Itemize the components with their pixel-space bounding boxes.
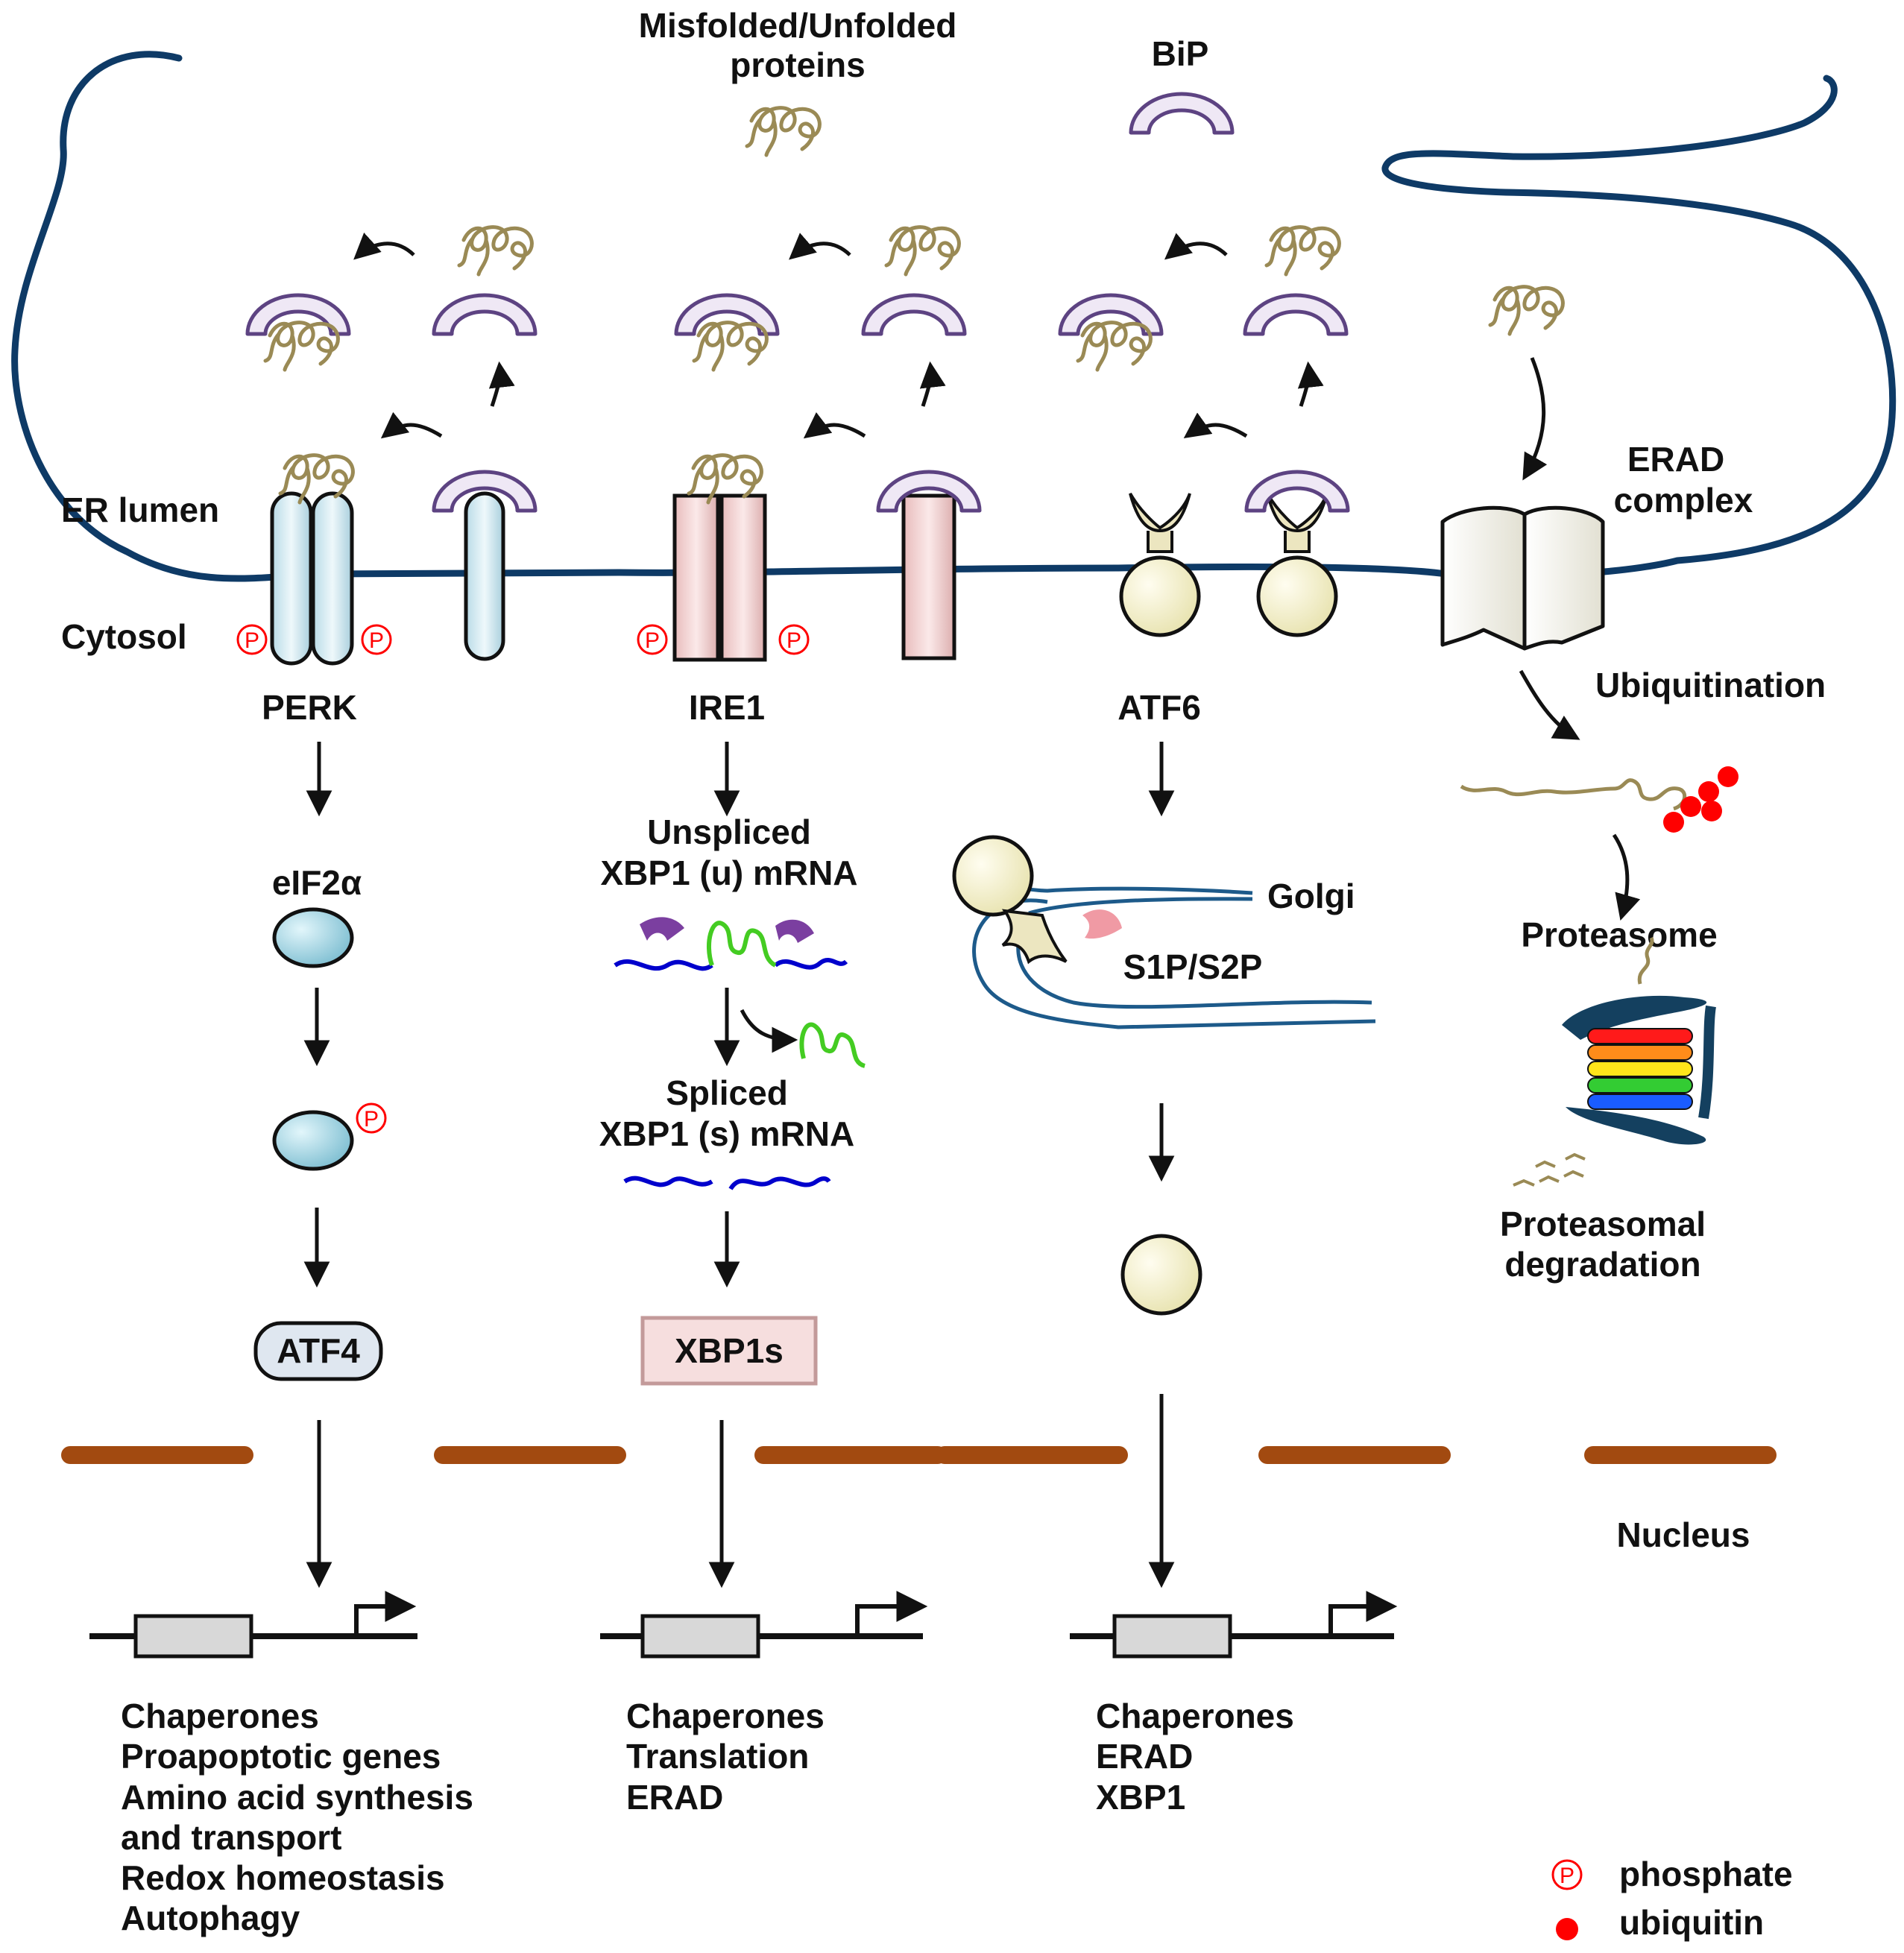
perk-phosphate-right: P — [361, 624, 392, 655]
svg-text:P: P — [786, 628, 801, 653]
eif2a-phosphorylated — [272, 1110, 354, 1171]
atf4-label: ATF4 — [277, 1331, 360, 1370]
perk-dimer — [270, 455, 353, 666]
golgi — [952, 835, 1376, 1029]
proteasome-label: Proteasome — [1521, 915, 1717, 954]
atf6-output-list: Chaperones ERAD XBP1 — [1096, 1697, 1294, 1817]
degradation-label-line2: degradation — [1504, 1245, 1700, 1284]
proteasome-arrow — [1612, 833, 1641, 921]
gene-perk-targets — [89, 1591, 417, 1659]
legend-phosphate-label: phosphate — [1619, 1855, 1793, 1893]
misfolded-label-line1: Misfolded/Unfolded — [639, 6, 957, 45]
atf6-cleaved-fragment — [1120, 1234, 1202, 1316]
perk-monomer — [434, 472, 535, 661]
svg-text:P: P — [245, 628, 259, 653]
s1p-s2p-label: S1P/S2P — [1123, 947, 1263, 986]
eif2a-label: eIF2α — [272, 863, 362, 902]
perk-phosphate-left: P — [236, 624, 268, 655]
ire1-output-item: Chaperones — [626, 1697, 825, 1735]
xbp1s-box — [640, 1316, 818, 1386]
ire1-bip-cycle — [676, 227, 965, 439]
perk-output-item: Redox homeostasis — [121, 1858, 445, 1897]
legend-ubiquitin-icon — [1556, 1918, 1578, 1940]
excised-intron — [799, 1022, 866, 1068]
atf6-free — [1119, 493, 1201, 637]
spliced-xbp1-mrna — [623, 1176, 831, 1190]
cytosol-label: Cytosol — [61, 617, 187, 656]
ire1-output-item: Translation — [626, 1737, 809, 1776]
ire1-phosphate-right: P — [778, 624, 810, 655]
atf6-output-item: ERAD — [1096, 1737, 1193, 1776]
eif2a-phosphate: P — [356, 1102, 387, 1134]
ire1-dimer — [672, 455, 767, 662]
erad-complex — [1440, 287, 1605, 651]
erad-complex-label-line2: complex — [1614, 481, 1753, 520]
legend: P phosphate ubiquitin — [1551, 1855, 1793, 1942]
perk-bip-cycle — [248, 227, 535, 439]
perk-output-item: Amino acid synthesis — [121, 1778, 473, 1817]
svg-text:P: P — [645, 628, 660, 653]
intron-excision-arrow — [740, 1009, 798, 1053]
xbp1s-label: XBP1s — [675, 1331, 784, 1370]
bip-icon — [1131, 94, 1232, 133]
ire1-phosphate-left: P — [637, 624, 668, 655]
perk-output-item: Autophagy — [121, 1899, 300, 1937]
atf6-bip-cycle — [1060, 227, 1346, 439]
atf6-bip-bound — [1246, 472, 1348, 637]
unspliced-xbp1-mrna — [614, 917, 848, 971]
misfolded-protein-icon — [747, 108, 819, 155]
svg-text:P: P — [369, 628, 384, 653]
gene-ire1-targets — [600, 1591, 928, 1659]
ubiquitination-arrow — [1519, 669, 1580, 740]
ire1-monomer — [878, 472, 980, 660]
ubiquitinated-protein — [1460, 766, 1738, 833]
ire1-label: IRE1 — [689, 688, 765, 727]
unspliced-label-line1: Unspliced — [647, 813, 811, 851]
gene-atf6-targets — [1070, 1591, 1398, 1659]
legend-phosphate-icon: P — [1551, 1859, 1583, 1890]
perk-output-item: and transport — [121, 1818, 341, 1857]
atf6-output-item: Chaperones — [1096, 1697, 1294, 1735]
spliced-label-line2: XBP1 (s) mRNA — [599, 1114, 855, 1153]
golgi-label: Golgi — [1267, 877, 1355, 915]
erad-complex-label-line1: ERAD — [1627, 440, 1724, 479]
atf6-label: ATF6 — [1118, 688, 1201, 727]
unspliced-label-line2: XBP1 (u) mRNA — [600, 854, 857, 892]
atf4-box — [253, 1321, 383, 1381]
perk-output-list: Chaperones Proapoptotic genes Amino acid… — [121, 1697, 473, 1937]
degradation-label-line1: Proteasomal — [1500, 1205, 1706, 1243]
perk-label: PERK — [262, 688, 357, 727]
ire1-output-item: ERAD — [626, 1778, 723, 1817]
ire1-output-list: Chaperones Translation ERAD — [626, 1697, 825, 1817]
perk-output-item: Proapoptotic genes — [121, 1737, 441, 1776]
nucleus-label: Nucleus — [1617, 1515, 1750, 1554]
proteasome-icon — [1513, 936, 1716, 1187]
ubiquitination-label: Ubiquitination — [1595, 666, 1826, 704]
misfolded-label-line2: proteins — [730, 45, 865, 84]
legend-ubiquitin-label: ubiquitin — [1619, 1903, 1764, 1942]
er-lumen-label: ER lumen — [61, 490, 219, 529]
eif2a-protein — [272, 907, 354, 968]
atf6-output-item: XBP1 — [1096, 1778, 1185, 1817]
svg-text:P: P — [1560, 1864, 1574, 1888]
spliced-label-line1: Spliced — [666, 1073, 788, 1112]
nuclear-envelope — [61, 1446, 1777, 1464]
perk-output-item: Chaperones — [121, 1697, 319, 1735]
svg-text:P: P — [364, 1107, 379, 1132]
bip-label: BiP — [1152, 34, 1209, 73]
